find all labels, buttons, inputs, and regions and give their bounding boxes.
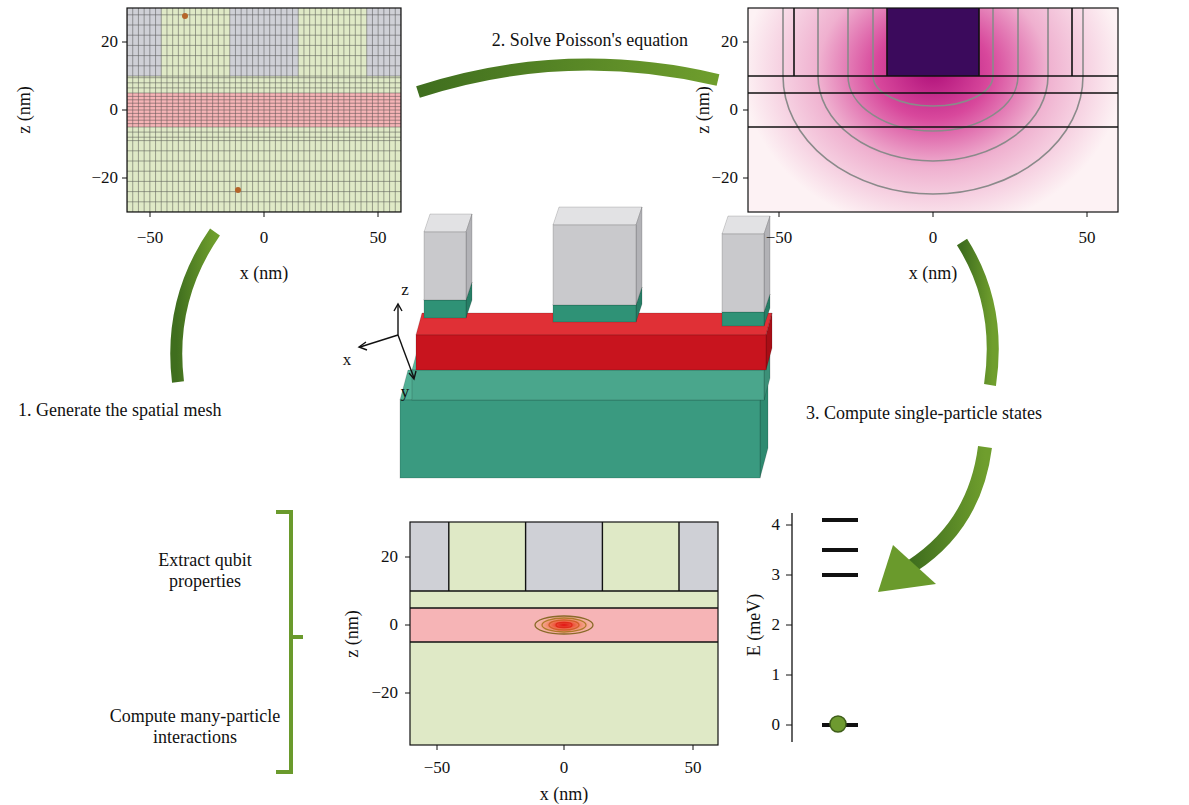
axis-label: 3. Compute single-particle states <box>806 403 1042 424</box>
axis-label: 2. Solve Poisson's equation <box>492 30 688 51</box>
tick-label: z <box>401 280 409 300</box>
axis-label: 1. Generate the spatial mesh <box>18 400 221 421</box>
axis-label: x (nm) <box>240 263 289 284</box>
tick-label: 0 <box>110 100 119 120</box>
energy-levels <box>786 513 858 742</box>
tick-label: 50 <box>685 758 702 778</box>
tick-label: 0 <box>929 228 938 248</box>
tick-label: −50 <box>424 758 451 778</box>
tick-label: 0 <box>772 715 781 735</box>
tick-label: −20 <box>371 683 398 703</box>
tick-label: 0 <box>730 100 739 120</box>
axis-label: z (nm) <box>14 86 35 133</box>
axis-label: z (nm) <box>693 86 714 133</box>
tick-label: −50 <box>766 228 793 248</box>
step-label: Compute many-particle interactions <box>88 706 303 747</box>
tick-label: x <box>343 350 352 370</box>
tick-label: 50 <box>370 228 387 248</box>
tick-label: −50 <box>137 228 164 248</box>
tick-label: 0 <box>260 228 269 248</box>
device-illustration <box>400 207 772 478</box>
mesh-panel <box>122 8 401 217</box>
step-label: Extract qubit properties <box>130 550 280 591</box>
bracket <box>276 512 303 772</box>
wavefunction-panel <box>405 522 718 750</box>
tick-label: 2 <box>772 615 781 635</box>
tick-label: 4 <box>772 515 781 535</box>
axis-label: x (nm) <box>909 263 958 284</box>
axis-label: z (nm) <box>342 610 363 657</box>
tick-label: y <box>401 382 410 402</box>
tick-label: −20 <box>91 168 118 188</box>
tick-label: −20 <box>711 168 738 188</box>
tick-label: 20 <box>721 32 738 52</box>
tick-label: 50 <box>1079 228 1096 248</box>
arrow-head <box>878 545 936 592</box>
tick-label: 1 <box>772 665 781 685</box>
workflow-arrows <box>176 65 993 566</box>
tick-label: 0 <box>390 615 399 635</box>
tick-label: 20 <box>381 547 398 567</box>
potential-panel <box>743 8 1118 217</box>
axes-triad <box>359 304 416 379</box>
tick-label: 0 <box>560 758 569 778</box>
axis-label: x (nm) <box>540 784 589 805</box>
tick-label: 3 <box>772 565 781 585</box>
tick-label: 20 <box>101 32 118 52</box>
axis-label: E (meV) <box>744 594 765 656</box>
